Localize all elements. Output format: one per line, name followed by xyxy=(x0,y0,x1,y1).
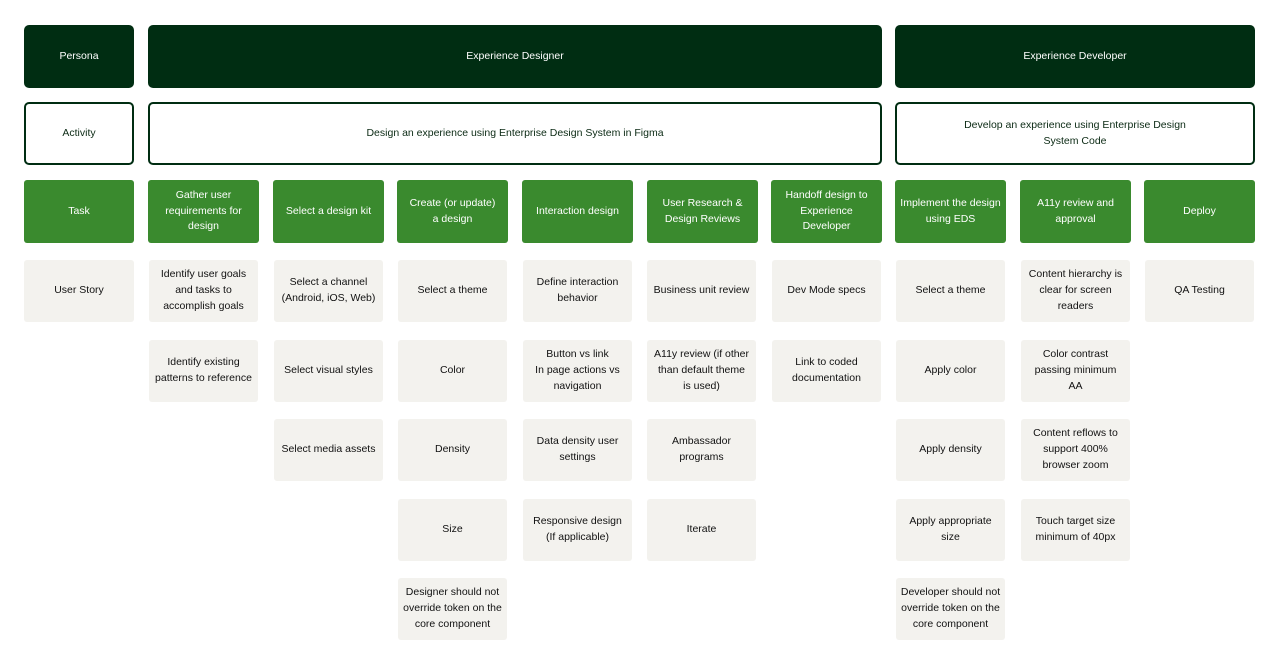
story-card: Touch target size minimum of 40px xyxy=(1021,499,1130,561)
activity-developer: Develop an experience using Enterprise D… xyxy=(895,102,1255,165)
story-card: QA Testing xyxy=(1145,260,1254,322)
story-card: Content reflows to support 400% browser … xyxy=(1021,419,1130,481)
story-card: Select a channel (Android, iOS, Web) xyxy=(274,260,383,322)
story-card: Content hierarchy is clear for screen re… xyxy=(1021,260,1130,322)
story-card: Dev Mode specs xyxy=(772,260,881,322)
task-user-research: User Research & Design Reviews xyxy=(647,180,758,243)
user-story-label: User Story xyxy=(24,260,134,322)
story-card: Developer should not override token on t… xyxy=(896,578,1005,640)
task-label: Task xyxy=(24,180,134,243)
story-card: Data density user settings xyxy=(523,419,632,481)
story-card: Designer should not override token on th… xyxy=(398,578,507,640)
story-card: Link to coded documentation xyxy=(772,340,881,402)
story-card: Button vs link In page actions vs naviga… xyxy=(523,340,632,402)
task-select-design-kit: Select a design kit xyxy=(273,180,384,243)
story-card: Apply density xyxy=(896,419,1005,481)
story-card: Iterate xyxy=(647,499,756,561)
story-card: Identify existing patterns to reference xyxy=(149,340,258,402)
task-a11y-review: A11y review and approval xyxy=(1020,180,1131,243)
story-card: Define interaction behavior xyxy=(523,260,632,322)
story-card: Ambassador programs xyxy=(647,419,756,481)
task-create-design: Create (or update) a design xyxy=(397,180,508,243)
task-handoff: Handoff design to Experience Developer xyxy=(771,180,882,243)
story-card: Select media assets xyxy=(274,419,383,481)
task-implement-design: Implement the design using EDS xyxy=(895,180,1006,243)
story-card: Apply color xyxy=(896,340,1005,402)
story-card: A11y review (if other than default theme… xyxy=(647,340,756,402)
story-card: Select a theme xyxy=(896,260,1005,322)
story-card: Size xyxy=(398,499,507,561)
activity-designer: Design an experience using Enterprise De… xyxy=(148,102,882,165)
persona-experience-developer: Experience Developer xyxy=(895,25,1255,88)
task-deploy: Deploy xyxy=(1144,180,1255,243)
story-card: Apply appropriate size xyxy=(896,499,1005,561)
story-card: Color contrast passing minimum AA xyxy=(1021,340,1130,402)
persona-experience-designer: Experience Designer xyxy=(148,25,882,88)
story-card: Density xyxy=(398,419,507,481)
story-card: Select visual styles xyxy=(274,340,383,402)
task-interaction-design: Interaction design xyxy=(522,180,633,243)
persona-label: Persona xyxy=(24,25,134,88)
task-gather-requirements: Gather user requirements for design xyxy=(148,180,259,243)
story-card: Responsive design (If applicable) xyxy=(523,499,632,561)
story-card: Select a theme xyxy=(398,260,507,322)
story-card: Identify user goals and tasks to accompl… xyxy=(149,260,258,322)
activity-label: Activity xyxy=(24,102,134,165)
story-card: Business unit review xyxy=(647,260,756,322)
story-card: Color xyxy=(398,340,507,402)
